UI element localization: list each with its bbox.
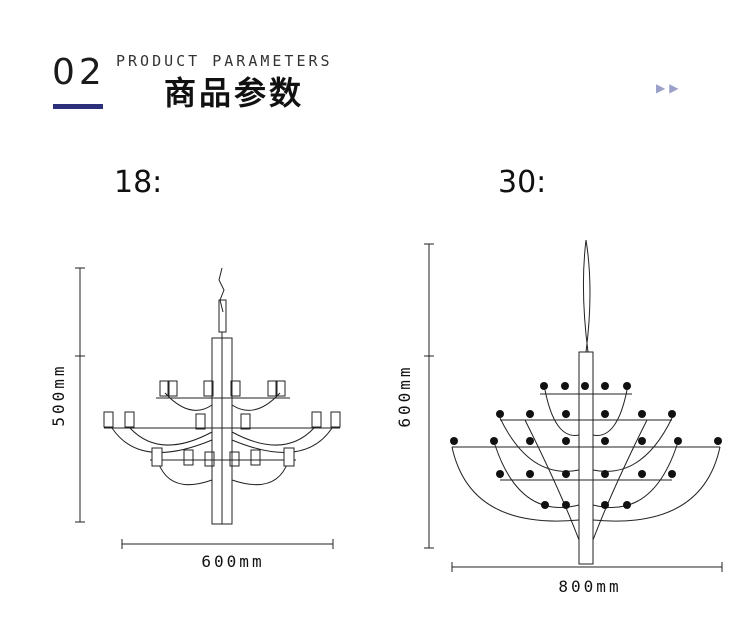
model-30-label: 30:: [498, 165, 547, 200]
model-18-width-label: 600mm: [201, 552, 264, 571]
next-arrows-icon[interactable]: ▶▶: [656, 81, 683, 95]
section-title-en: PRODUCT PARAMETERS: [116, 52, 333, 70]
section-number: 02: [52, 52, 106, 93]
section-title-cn: 商品参数: [164, 74, 305, 112]
chandelier-18-drawing: [75, 267, 341, 549]
model-30-width-label: 800mm: [558, 577, 621, 596]
model-18-label: 18:: [114, 165, 163, 200]
section-number-underline: [53, 104, 103, 109]
model-18-height-label: 500mm: [49, 363, 68, 426]
chandelier-30-drawing: [424, 239, 723, 572]
model-30-height-label: 600mm: [395, 364, 414, 427]
